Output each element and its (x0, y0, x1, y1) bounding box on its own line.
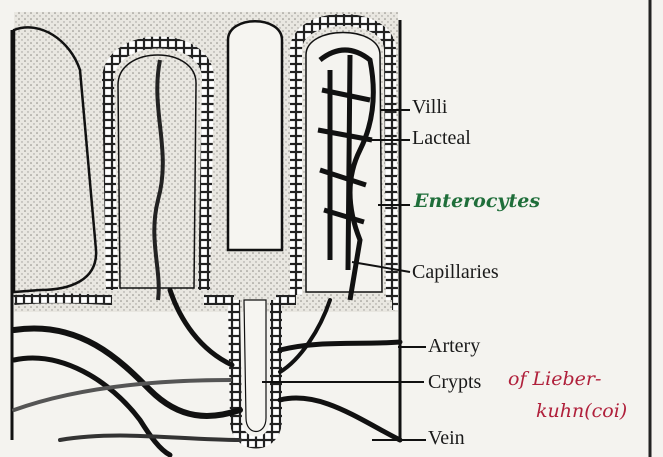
annotation-kuhn: kuhn(coi) (536, 402, 627, 421)
label-artery: Artery (428, 336, 480, 356)
annotation-enterocytes: Enterocytes (414, 192, 540, 211)
label-crypts: Crypts (428, 372, 481, 392)
villus-3 (228, 21, 282, 250)
annotation-of-lieber: of Lieber- (508, 370, 601, 389)
label-villi: Villi (412, 97, 447, 117)
crypt-lumen (244, 300, 266, 432)
label-vein: Vein (428, 428, 465, 448)
label-lacteal: Lacteal (412, 128, 471, 148)
blood-vessels (14, 290, 400, 455)
label-capillaries: Capillaries (412, 262, 499, 282)
